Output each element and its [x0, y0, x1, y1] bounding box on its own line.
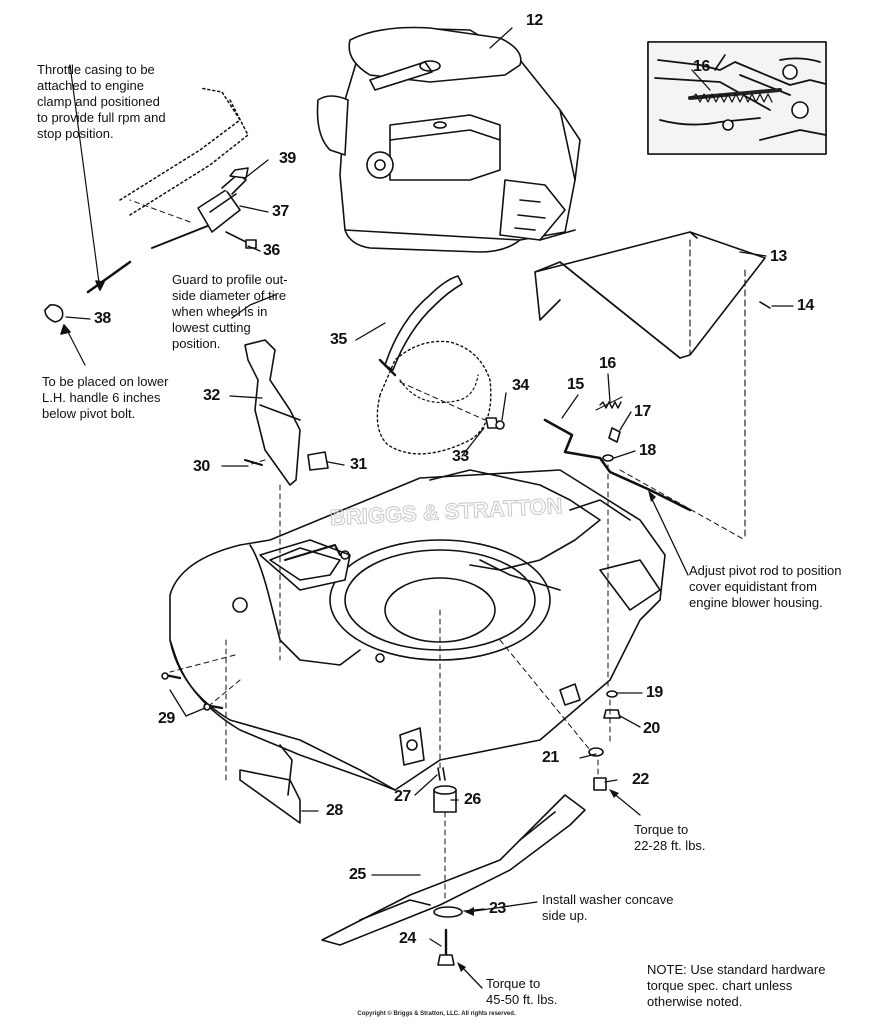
copyright: Copyright © Briggs & Stratton, LLC. All … [357, 1011, 516, 1017]
engine-illustration [316, 26, 581, 253]
part-number-37: 37 [272, 203, 289, 220]
note-guard: Guard to profile out- side diameter of t… [172, 272, 288, 351]
part-number-23: 23 [489, 900, 506, 917]
part-number-12: 12 [526, 12, 543, 29]
part-number-25: 25 [349, 866, 366, 883]
part-number-28: 28 [326, 802, 343, 819]
note-hardware: NOTE: Use standard hardware torque spec.… [647, 962, 826, 1009]
leader-arrowheads [457, 490, 656, 972]
part-number-30: 30 [193, 458, 210, 475]
note-throttle: Throttle casing to be attached to engine… [37, 62, 166, 141]
assembly-lines [129, 199, 746, 901]
note-washer: Install washer concave side up. [542, 892, 674, 923]
note-torque-24: Torque to 45-50 ft. lbs. [486, 976, 558, 1007]
part-number-31: 31 [350, 456, 367, 473]
part-number-36: 36 [263, 242, 280, 259]
blade-assembly [321, 767, 586, 966]
part-number-18: 18 [639, 442, 656, 459]
throttle-assembly [44, 64, 257, 366]
note-pivot-rod: Adjust pivot rod to position cover equid… [689, 563, 842, 610]
pivot-rod [543, 396, 692, 512]
part-number-17: 17 [634, 403, 651, 420]
part-number-35: 35 [330, 331, 347, 348]
mower-deck: BRIGGS & STRATTON [169, 469, 666, 791]
part-number-13: 13 [770, 248, 787, 265]
inset-detail [647, 41, 827, 155]
part-number-26: 26 [464, 791, 481, 808]
part-number-19: 19 [646, 684, 663, 701]
part-number-29: 29 [158, 710, 175, 727]
part-number-27: 27 [394, 788, 411, 805]
tire-guard [376, 275, 492, 455]
part-number-32: 32 [203, 387, 220, 404]
part-number-14: 14 [797, 297, 814, 314]
hardware [161, 417, 621, 791]
part-number-24: 24 [399, 930, 416, 947]
part-number-20: 20 [643, 720, 660, 737]
part-number-16-inset: 16 [693, 58, 710, 75]
part-number-22: 22 [632, 771, 649, 788]
side-guard [239, 339, 329, 824]
part-number-15: 15 [567, 376, 584, 393]
blower-cover [534, 231, 771, 541]
note-torque-22: Torque to 22-28 ft. lbs. [634, 822, 706, 853]
leader-lines [65, 27, 794, 989]
part-number-16: 16 [599, 355, 616, 372]
part-number-21: 21 [542, 749, 559, 766]
part-number-39: 39 [279, 150, 296, 167]
part-number-34: 34 [512, 377, 529, 394]
part-number-33: 33 [452, 448, 469, 465]
note-handle: To be placed on lower L.H. handle 6 inch… [42, 374, 169, 421]
part-number-38: 38 [94, 310, 111, 327]
